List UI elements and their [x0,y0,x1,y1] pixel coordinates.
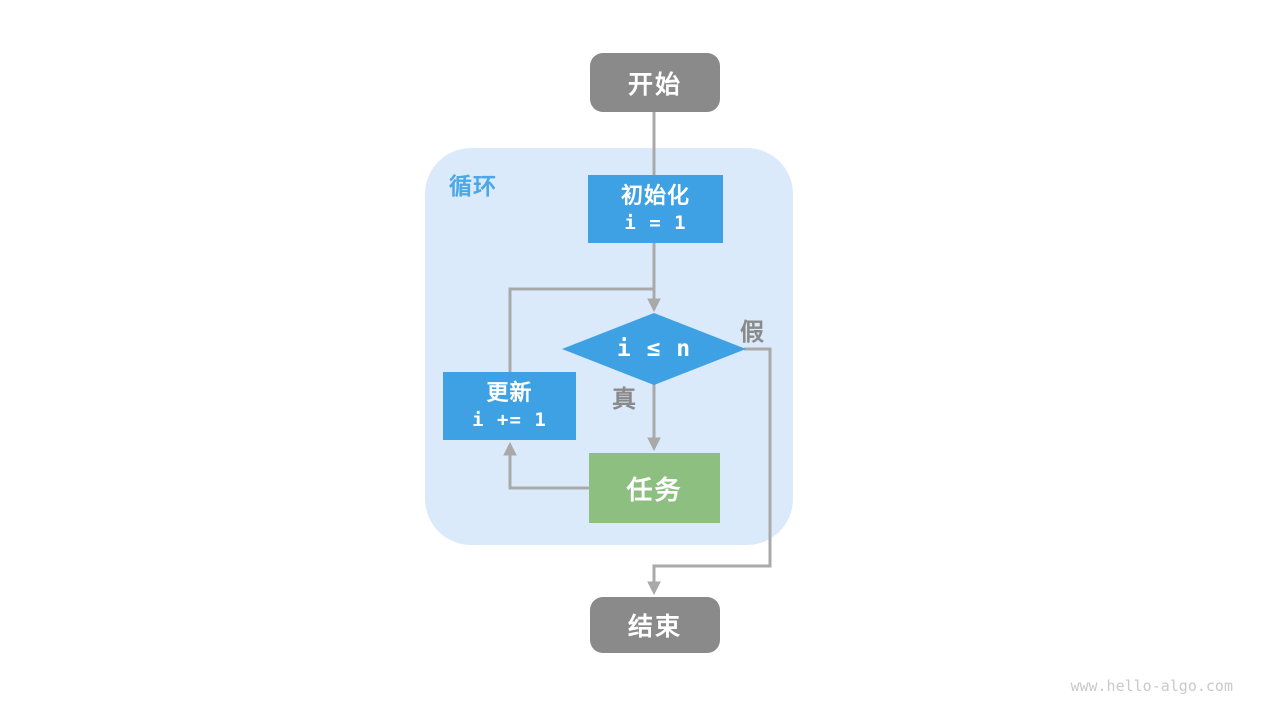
start-node-label: 开始 [627,70,682,99]
update-node-title: 更新 [486,380,533,405]
condition-node-label: i ≤ n [616,336,692,362]
task-node-label: 任务 [626,474,683,505]
true-branch-label: 真 [612,386,636,413]
start-node: 开始 [590,53,720,112]
init-node-code: i = 1 [624,212,687,234]
edge-task-to-update [503,441,589,490]
condition-diamond [562,313,746,385]
task-node: 任务 [589,453,720,523]
watermark-text: www.hello-algo.com [1070,677,1233,695]
end-node-label: 结束 [627,613,682,641]
loop-scope-label: 循环 [449,173,497,199]
edge-condition-false-to-end [647,347,772,596]
init-node: 初始化 i = 1 [588,175,723,243]
init-node-title: 初始化 [620,183,690,208]
update-node-code: i += 1 [472,409,547,431]
false-branch-label: 假 [740,319,764,346]
edge-update-to-condition [508,287,654,372]
end-node: 结束 [590,597,720,653]
update-node: 更新 i += 1 [443,372,576,440]
